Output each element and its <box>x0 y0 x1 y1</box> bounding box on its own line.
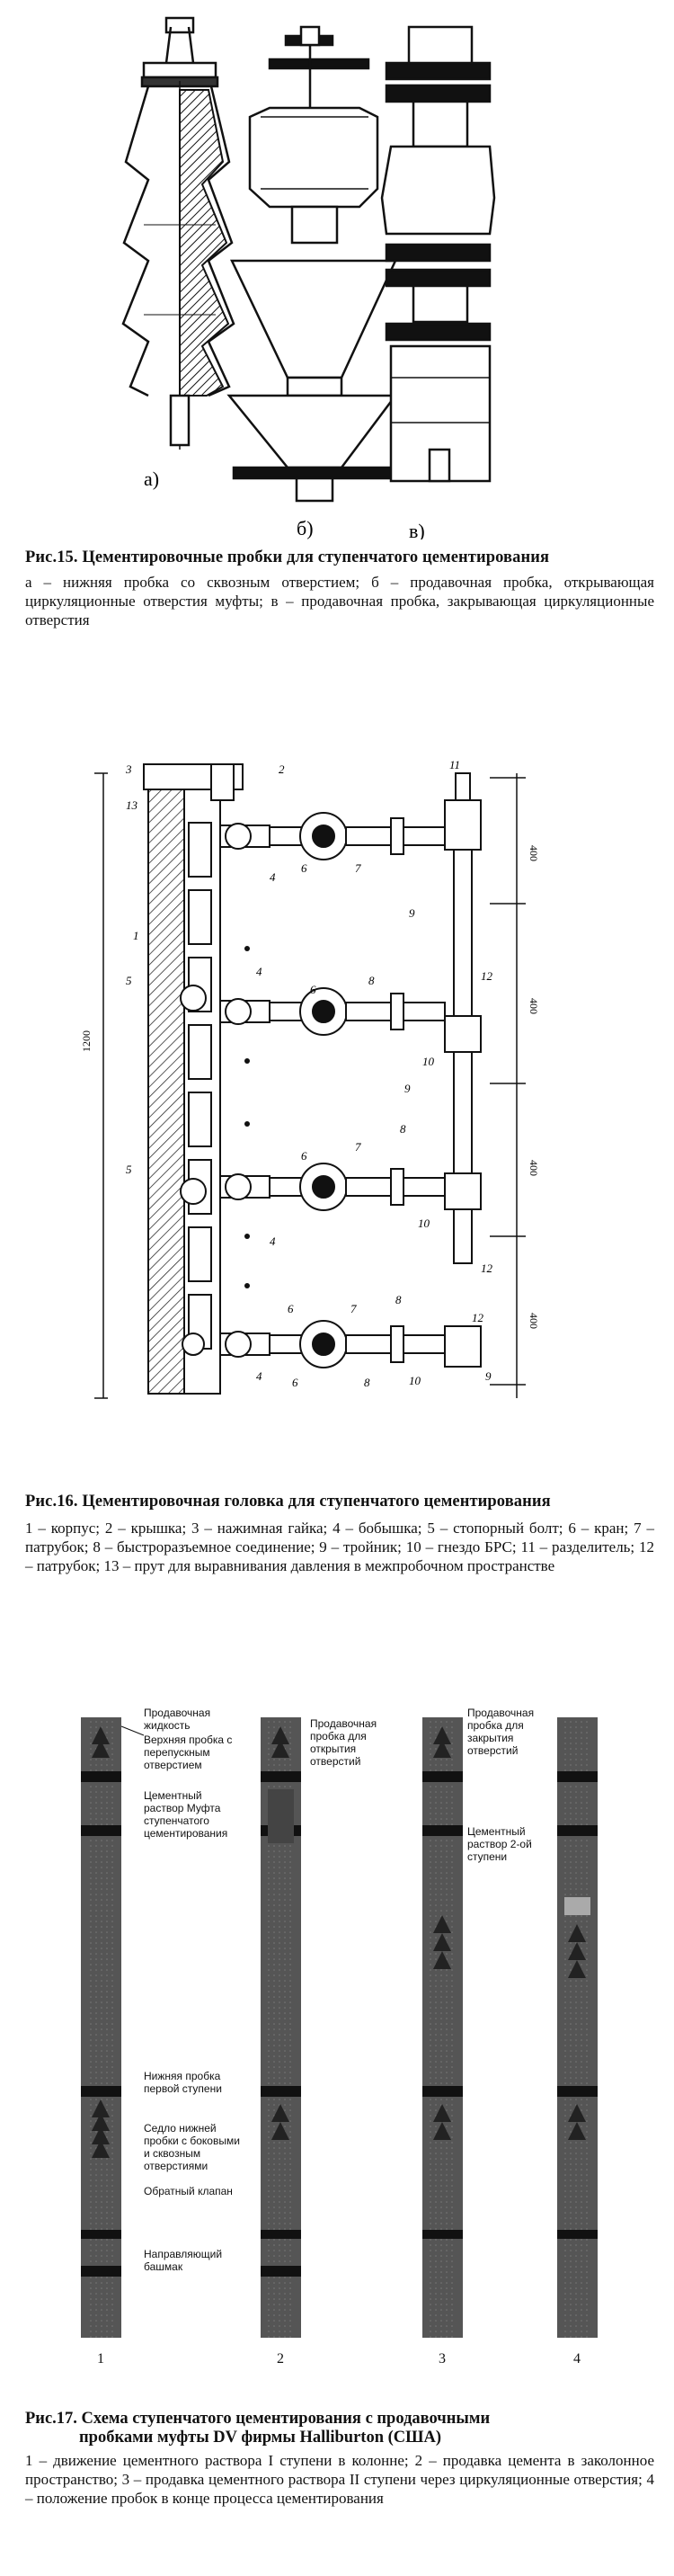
fig15-label-b: б) <box>297 517 314 539</box>
well-column-4 <box>557 1717 598 2338</box>
well-column-2 <box>261 1717 301 2338</box>
fig16-callout-4: 4 <box>270 870 276 884</box>
fig17-num-3: 3 <box>439 2351 446 2367</box>
fig17-num-1: 1 <box>97 2351 104 2367</box>
fig17-col1-label-valve: Обратный клапан <box>144 2185 233 2197</box>
fig16-callout-9: 9 <box>409 906 415 920</box>
fig16-callout-3: 3 <box>125 762 132 776</box>
fig16-callout-8c: 8 <box>395 1293 402 1306</box>
fig15-caption-block: Рис.15. Цементировочные пробки для ступе… <box>25 548 654 629</box>
fig16-callout-6c: 6 <box>301 1149 307 1163</box>
fig16-callout-8: 8 <box>368 974 375 987</box>
fig16-callout-6: 6 <box>301 861 307 875</box>
figure-15: а) б) <box>0 0 674 539</box>
fig17-caption-block: Рис.17. Схема ступенчатого цементировани… <box>25 2410 654 2508</box>
fig16-caption-block: Рис.16. Цементировочная головка для ступ… <box>25 1493 654 1575</box>
valve-row <box>219 812 446 1368</box>
fig16-legend: 1 – корпус; 2 – крышка; 3 – нажимная гай… <box>25 1520 654 1574</box>
fig16-callout-4d: 4 <box>256 1369 262 1383</box>
fig17-caption-line1: Рис.17. Схема ступенчатого цементировани… <box>25 2410 491 2428</box>
fig15-label-c: в) <box>409 520 425 539</box>
fig15-caption: Рис.15. Цементировочные пробки для ступе… <box>25 548 550 566</box>
fig17-caption-line2: пробками муфты DV фирмы Halliburton (США… <box>79 2429 441 2447</box>
fig17-col1-label-topplug: Верхняя пробка с перепускным отверстием <box>144 1734 233 1771</box>
fig17-drawing <box>81 1717 598 2338</box>
fig17-num-4: 4 <box>573 2351 581 2367</box>
fig16-callout-6d: 6 <box>288 1302 294 1315</box>
fig16-callout-12c: 12 <box>472 1311 484 1324</box>
fig16-dim-1: 400 <box>528 845 540 861</box>
fig16-drawing: 1200 400 400 400 400 <box>80 758 540 1399</box>
fig16-callout-8b: 8 <box>400 1122 406 1136</box>
fig16-callout-9b: 9 <box>404 1082 411 1095</box>
fig16-callout-11: 11 <box>449 758 460 771</box>
fig17-col1-label-seat: Седло нижней пробки с боковыми и сквозны… <box>144 2122 240 2172</box>
fig17-col1-label-fluid: Продавочная жидкость <box>144 1707 211 1732</box>
fig15-legend: а – нижняя пробка со сквозным отверстием… <box>25 574 654 628</box>
fig17-legend: 1 – движение цементного раствора I ступе… <box>25 2452 654 2507</box>
fig17-col1-label-shoe: Направляющий башмак <box>144 2248 223 2273</box>
fig16-callout-12: 12 <box>481 969 493 983</box>
fig17-col3-label-cement2: Цементный раствор 2-ой ступени <box>467 1825 532 1863</box>
fig16-callout-6e: 6 <box>292 1376 298 1389</box>
plug-c <box>380 25 496 483</box>
fig16-callout-10: 10 <box>422 1055 435 1068</box>
fig15-drawing: а) б) <box>121 16 496 539</box>
fig16-callout-12b: 12 <box>481 1261 493 1275</box>
fig17-col1-label-bottomplug: Нижняя пробка первой ступени <box>144 2070 222 2095</box>
fig16-callout-9c: 9 <box>485 1369 492 1383</box>
fig16-callout-5b: 5 <box>126 1163 132 1176</box>
fig16-callout-7: 7 <box>355 861 361 875</box>
fig16-callout-6b: 6 <box>310 983 316 996</box>
well-column-1 <box>81 1717 145 2338</box>
figure-16: 1200 400 400 400 400 <box>0 737 674 1412</box>
fig17-col3-label: Продавочная пробка для закрытия отверсти… <box>467 1707 535 1757</box>
figure-17: Продавочная жидкость Верхняя пробка с пе… <box>0 1690 674 2410</box>
fig16-callout-7b: 7 <box>355 1140 361 1154</box>
fig16-callout-4c: 4 <box>270 1235 276 1248</box>
fig15-label-a: а) <box>144 468 159 490</box>
fig16-callout-5: 5 <box>126 974 132 987</box>
fig16-callout-7c: 7 <box>350 1302 357 1315</box>
fig17-col1-label-cement: Цементный раствор Муфта ступенчатого цем… <box>144 1789 228 1840</box>
fig16-dim-4: 400 <box>528 1313 540 1329</box>
fig16-callout-2: 2 <box>279 762 285 776</box>
fig17-col2-label: Продавочная пробка для открытия отверсти… <box>310 1717 377 1768</box>
fig16-dim-3: 400 <box>528 1160 540 1176</box>
fig16-caption: Рис.16. Цементировочная головка для ступ… <box>25 1493 551 1511</box>
fig17-num-2: 2 <box>277 2351 284 2367</box>
fig16-callout-13: 13 <box>126 798 138 812</box>
fig16-dim-total: 1200 <box>80 1030 93 1052</box>
fig16-callout-10c: 10 <box>409 1374 421 1387</box>
fig16-callout-1: 1 <box>133 929 139 942</box>
well-column-3 <box>422 1717 463 2338</box>
fig16-callout-4b: 4 <box>256 965 262 978</box>
plug-a <box>121 16 235 450</box>
fig16-callout-10b: 10 <box>418 1217 430 1230</box>
fig16-dim-2: 400 <box>528 998 540 1014</box>
plug-b <box>226 25 398 503</box>
fig16-callout-8d: 8 <box>364 1376 370 1389</box>
